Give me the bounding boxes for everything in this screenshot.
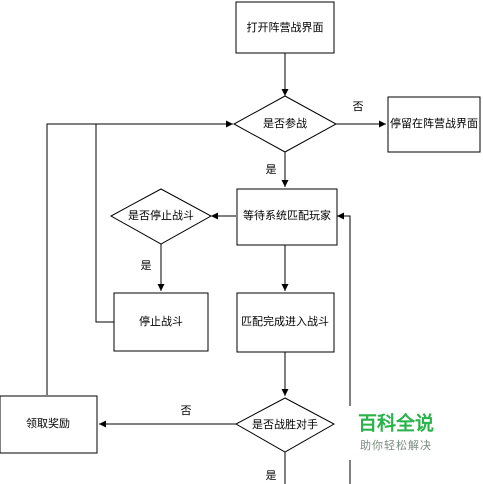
node-stay-camp: 停留在阵营战界面: [387, 96, 481, 153]
node-stop-battle-label: 停止战斗: [139, 314, 183, 328]
node-join-battle-decision: 是否参战: [232, 95, 338, 153]
edge-label-win-yes: 是: [266, 469, 277, 482]
node-match-done-label: 匹配完成进入战斗: [241, 314, 329, 328]
node-stay-camp-label: 停留在阵营战界面: [390, 116, 478, 130]
watermark-subtitle: 助你轻松解决: [360, 438, 432, 452]
node-win-q-label: 是否战胜对手: [252, 417, 318, 431]
node-match-done: 匹配完成进入战斗: [236, 292, 335, 353]
node-wait-match-label: 等待系统匹配玩家: [243, 208, 331, 222]
watermark-title: 百科全说: [358, 412, 434, 435]
edge-stop-back-to-join: [95, 120, 233, 323]
node-open-camp-label: 打开阵营战界面: [247, 20, 324, 34]
watermark-logo: 百科全说 助你轻松解决: [346, 406, 452, 460]
node-win-decision: 是否战胜对手: [234, 397, 336, 453]
edge-loop-to-wait: [337, 212, 351, 484]
node-join-battle-label: 是否参战: [263, 116, 307, 130]
node-open-camp: 打开阵营战界面: [235, 1, 335, 54]
node-claim-reward-label: 领取奖励: [26, 416, 70, 430]
edge-reward-back-to-join: [46, 123, 96, 395]
edge-label-join-yes: 是: [266, 163, 277, 176]
node-wait-match: 等待系统匹配玩家: [236, 188, 338, 246]
edge-label-stop-yes: 是: [141, 259, 152, 272]
edge-label-win-no: 否: [181, 404, 192, 417]
node-stop-battle-q-label: 是否停止战斗: [128, 208, 194, 222]
edge-label-join-no: 否: [353, 100, 364, 113]
connectors: [46, 53, 386, 484]
node-stop-battle-decision: 是否停止战斗: [109, 188, 213, 245]
node-claim-reward: 领取奖励: [0, 395, 98, 454]
node-stop-battle: 停止战斗: [113, 292, 209, 352]
